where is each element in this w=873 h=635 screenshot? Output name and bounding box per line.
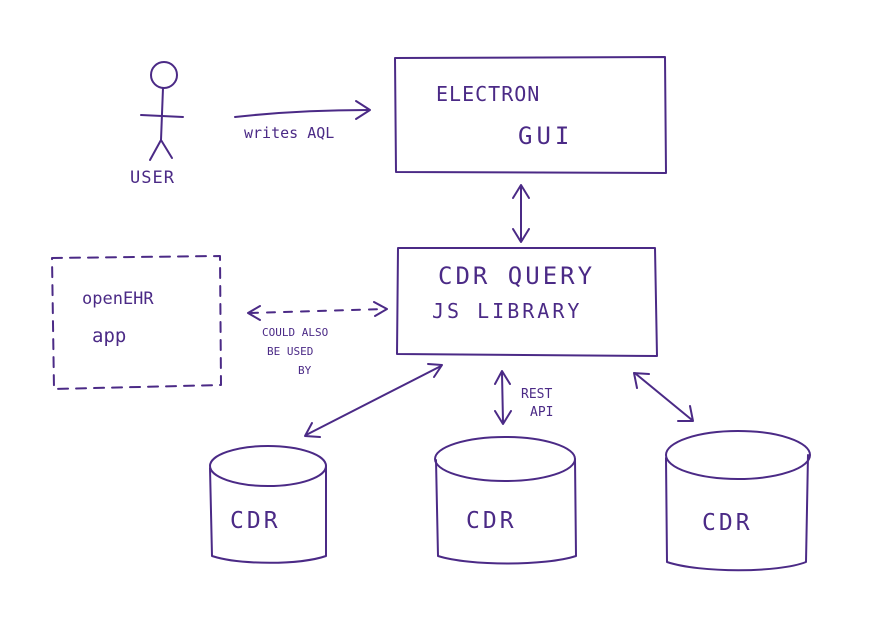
electron-gui-line2: GUI	[518, 122, 573, 150]
openehr-app-node: openEHR app	[51, 255, 222, 390]
openehr-app-line2: app	[92, 325, 126, 347]
cdr-query-library-node: CDR QUERY JS LIBRARY	[396, 247, 658, 357]
writes-aql-label: writes AQL	[244, 124, 334, 142]
library-to-cdr-middle-arrow	[494, 370, 512, 425]
could-also-label-line1: COULD ALSO	[262, 326, 328, 339]
library-to-cdr-left-arrow	[304, 363, 443, 438]
gui-library-arrow	[512, 184, 530, 243]
rest-label: REST	[521, 387, 552, 402]
cdr-middle-label: CDR	[466, 508, 517, 534]
user-to-gui-arrow	[234, 100, 371, 120]
api-label: API	[530, 405, 553, 420]
openehr-app-line1: openEHR	[82, 289, 154, 309]
library-line1: CDR QUERY	[438, 262, 595, 290]
electron-gui-node: ELECTRON GUI	[394, 56, 667, 174]
cdr-left-label: CDR	[230, 508, 281, 534]
app-library-dashed-arrow	[247, 301, 388, 321]
cdr-left-database-icon: CDR	[209, 445, 327, 564]
cdr-middle-database-icon: CDR	[434, 436, 577, 565]
cdr-right-label: CDR	[702, 510, 753, 536]
cdr-right-database-icon: CDR	[665, 430, 811, 572]
library-line2: JS LIBRARY	[432, 299, 582, 323]
could-also-label-line2: BE USED	[267, 345, 313, 358]
user-stick-figure-icon	[140, 61, 184, 161]
electron-gui-line1: ELECTRON	[436, 82, 540, 106]
could-also-label-line3: BY	[298, 364, 312, 377]
library-to-cdr-right-arrow	[633, 372, 694, 422]
user-label: USER	[130, 168, 175, 188]
